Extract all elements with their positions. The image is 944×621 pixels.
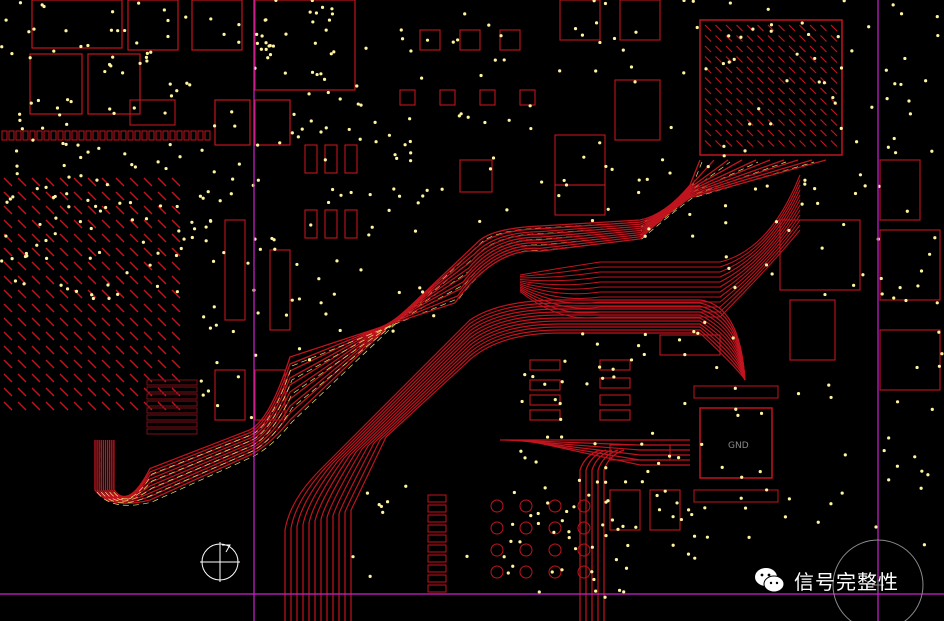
lower-traces bbox=[284, 299, 746, 621]
vias bbox=[0, 0, 944, 599]
wechat-logo-icon bbox=[755, 568, 785, 593]
watermark-text: 信号完整性 bbox=[794, 569, 899, 594]
diagonal-bus bbox=[94, 159, 827, 506]
origin-marker-icon bbox=[200, 542, 240, 582]
gnd-label: GND bbox=[728, 441, 749, 451]
circle-marker-icon bbox=[832, 539, 924, 621]
watermark: 信号完整性 bbox=[752, 560, 942, 600]
small-components bbox=[129, 0, 941, 593]
top-right-bga bbox=[699, 19, 843, 156]
left-bga bbox=[1, 130, 211, 435]
